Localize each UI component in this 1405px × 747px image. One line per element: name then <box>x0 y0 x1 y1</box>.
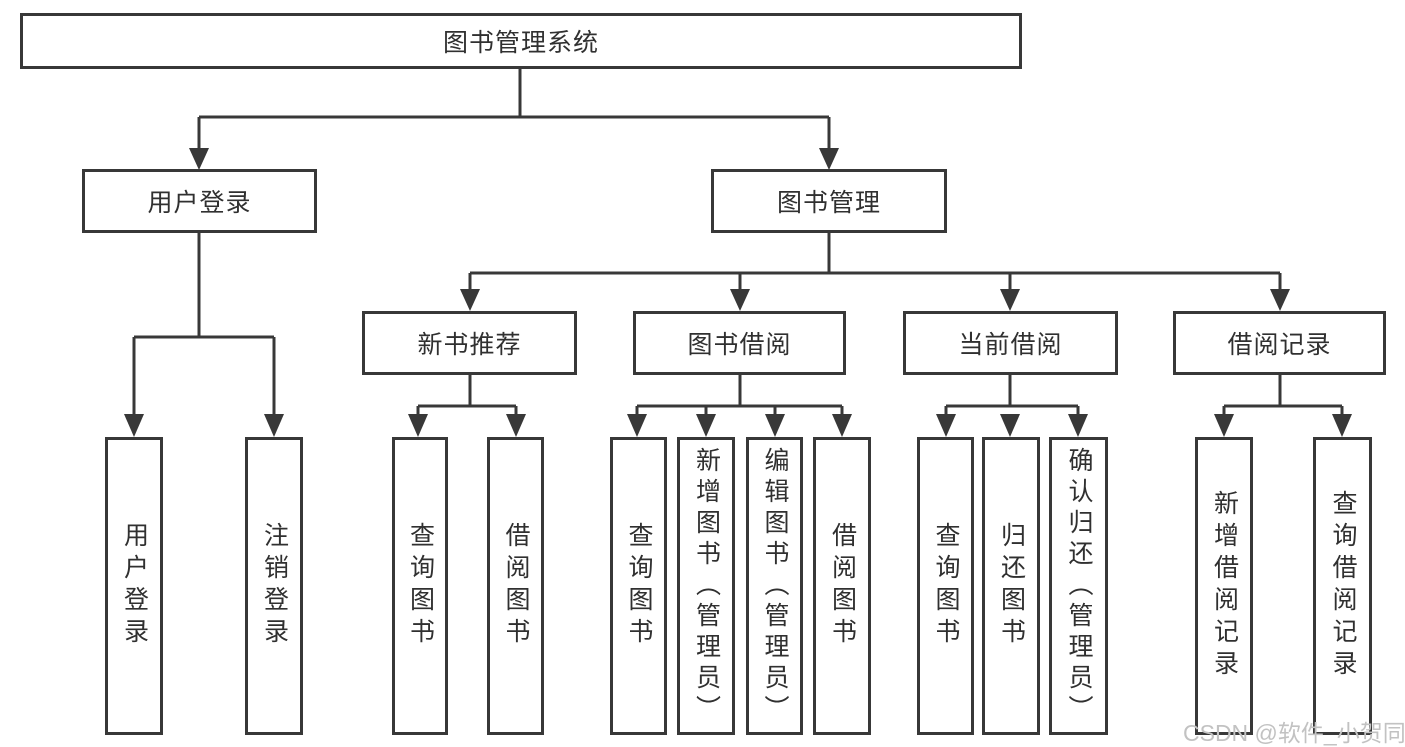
arrow-down-icon <box>1000 289 1020 311</box>
arrow-down-icon <box>832 414 852 437</box>
arrow-down-icon <box>506 414 526 437</box>
leaf-current-return-books-label: 归还图书 <box>997 522 1026 650</box>
leaf-current-query-books-label: 查询图书 <box>932 522 960 650</box>
leaf-recommend-query-books: 查询图书 <box>392 437 448 735</box>
arrow-down-icon <box>1332 414 1352 437</box>
leaf-records-add-record-label: 新增借阅记录 <box>1210 490 1239 682</box>
arrow-down-icon <box>189 148 209 170</box>
arrow-down-icon <box>1270 289 1290 311</box>
leaf-recommend-borrow-books: 借阅图书 <box>487 437 544 735</box>
leaf-records-query-record: 查询借阅记录 <box>1313 437 1372 735</box>
node-new-book-recommend: 新书推荐 <box>362 311 577 375</box>
leaf-current-query-books: 查询图书 <box>917 437 974 735</box>
arrow-down-icon <box>627 414 647 437</box>
arrow-down-icon <box>124 414 144 437</box>
arrow-down-icon <box>408 414 428 437</box>
leaf-records-add-record: 新增借阅记录 <box>1195 437 1253 735</box>
leaf-borrow-add-books-admin-label: 新增图书（管理员） <box>692 446 721 726</box>
node-current-borrowing-label: 当前借阅 <box>958 331 1063 359</box>
node-book-borrowing: 图书借阅 <box>633 311 846 375</box>
arrow-down-icon <box>1214 414 1234 437</box>
leaf-borrow-edit-books-admin-label: 编辑图书（管理员） <box>761 446 789 726</box>
leaf-borrow-borrow-books: 借阅图书 <box>813 437 871 735</box>
leaf-recommend-borrow-books-label: 借阅图书 <box>502 522 530 650</box>
leaf-logout: 注销登录 <box>245 437 303 735</box>
arrow-down-icon <box>765 414 785 437</box>
leaf-current-return-books: 归还图书 <box>982 437 1040 735</box>
node-user-login: 用户登录 <box>82 169 317 233</box>
node-book-borrowing-label: 图书借阅 <box>687 331 792 359</box>
leaf-borrow-borrow-books-label: 借阅图书 <box>828 522 857 650</box>
node-root: 图书管理系统 <box>20 13 1022 69</box>
node-book-management: 图书管理 <box>711 169 947 233</box>
leaf-recommend-query-books-label: 查询图书 <box>406 522 435 650</box>
node-borrowing-records-label: 借阅记录 <box>1227 331 1332 359</box>
leaf-borrow-query-books-label: 查询图书 <box>625 522 653 650</box>
leaf-current-confirm-return-admin-label: 确认归还（管理员） <box>1065 446 1093 726</box>
leaf-user-login-label: 用户登录 <box>120 522 149 650</box>
node-root-label: 图书管理系统 <box>442 29 599 57</box>
node-user-login-label: 用户登录 <box>147 189 252 217</box>
leaf-borrow-add-books-admin: 新增图书（管理员） <box>677 437 735 735</box>
leaf-borrow-edit-books-admin: 编辑图书（管理员） <box>746 437 803 735</box>
arrow-down-icon <box>460 289 480 311</box>
leaf-user-login: 用户登录 <box>105 437 163 735</box>
leaf-records-query-record-label: 查询借阅记录 <box>1329 490 1357 682</box>
arrow-down-icon <box>936 414 956 437</box>
arrow-down-icon <box>1000 414 1020 437</box>
watermark: CSDN @软件_小贺同学 <box>1183 720 1405 746</box>
arrow-down-icon <box>819 148 839 170</box>
leaf-logout-label: 注销登录 <box>260 522 289 650</box>
arrow-down-icon <box>696 414 716 437</box>
leaf-borrow-query-books: 查询图书 <box>610 437 667 735</box>
node-book-management-label: 图书管理 <box>776 189 881 217</box>
node-current-borrowing: 当前借阅 <box>903 311 1118 375</box>
arrow-down-icon <box>730 289 750 311</box>
node-new-book-recommend-label: 新书推荐 <box>417 331 522 359</box>
arrow-down-icon <box>1068 414 1088 437</box>
leaf-current-confirm-return-admin: 确认归还（管理员） <box>1049 437 1108 735</box>
node-borrowing-records: 借阅记录 <box>1173 311 1386 375</box>
arrow-down-icon <box>264 414 284 437</box>
